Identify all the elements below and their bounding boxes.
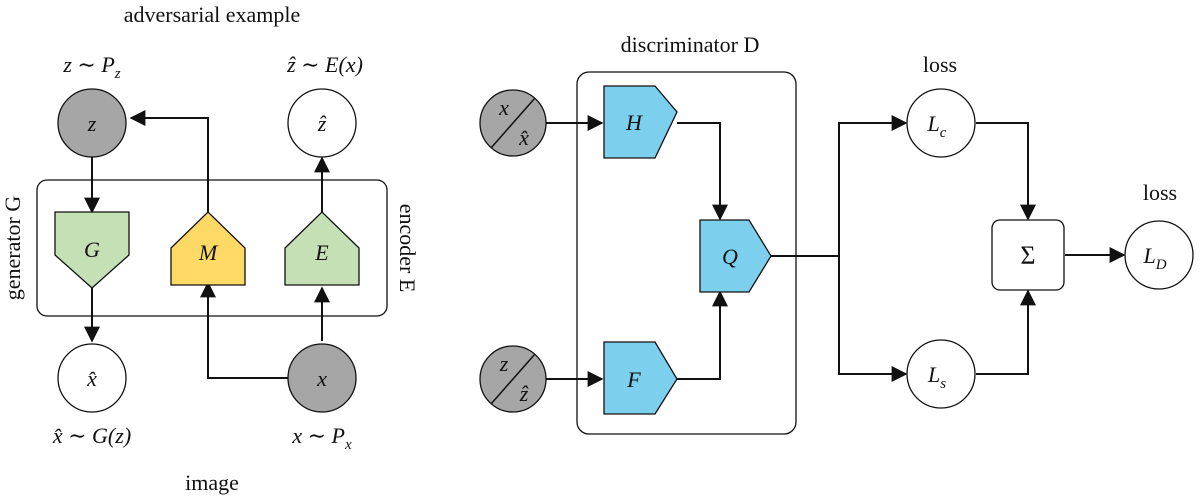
h-block-label: H [625, 110, 643, 135]
sum-block [991, 219, 1065, 291]
ls-node [906, 339, 976, 409]
xhat-node-label: x̂ [86, 366, 97, 391]
zhat-distribution-label: ẑ ∼ E(x) [286, 52, 363, 77]
arrow-q-to-lc [838, 115, 908, 256]
ld-node-label: LD [1142, 243, 1166, 273]
arrow-f-to-q [677, 290, 728, 380]
sum-block-label: Σ [1020, 241, 1035, 270]
m-block [170, 211, 246, 286]
input-bottom-z-label: z [499, 351, 509, 376]
loss-label-top: loss [923, 52, 957, 77]
input-node-z-zhat: z ẑ [479, 345, 547, 413]
discriminator-box [576, 71, 797, 435]
xhat-node [57, 343, 127, 413]
q-block [699, 219, 772, 293]
generator-label: generator G [0, 196, 25, 301]
z-node [57, 88, 127, 158]
f-block [603, 341, 678, 415]
encoder-block-e [284, 211, 360, 286]
x-node [287, 343, 357, 413]
arrow-x-to-m [200, 281, 290, 379]
x-distribution-label: x ∼ Px [291, 423, 352, 453]
input-bottom-zhat-label: ẑ [519, 381, 529, 406]
ld-node [1124, 220, 1194, 290]
encoder-label: encoder E [395, 204, 420, 293]
encoder-block-label: E [314, 240, 329, 265]
arrow-ls-to-sum [976, 289, 1036, 375]
generator-encoder-box [36, 179, 388, 317]
arrow-h-to-q [677, 122, 728, 221]
generator-block-label: G [84, 237, 100, 262]
discriminator-label: discriminator D [621, 32, 760, 57]
generator-block-g [54, 211, 130, 289]
loss-label-right: loss [1143, 180, 1177, 205]
h-block [603, 85, 678, 159]
arrow-m-to-z [129, 110, 209, 212]
arrow-q-to-ls [838, 256, 908, 382]
lc-node-label: Lc [927, 111, 947, 141]
lc-node [906, 88, 976, 158]
z-distribution-label: z ∼ Pz [62, 52, 120, 82]
ls-node-label: Ls [927, 362, 946, 392]
zhat-node-label: ẑ [317, 111, 327, 136]
q-block-label: Q [722, 244, 738, 269]
z-node-label: z [87, 111, 97, 136]
input-top-x-label: x [498, 95, 509, 120]
arrow-lc-to-sum [976, 122, 1036, 221]
input-node-x-xhat: x x̂ [479, 89, 547, 157]
xhat-distribution-label: x̂ ∼ G(z) [52, 423, 131, 448]
input-top-xhat-label: x̂ [518, 125, 529, 150]
f-block-label: F [626, 367, 641, 392]
x-node-label: x [316, 366, 327, 391]
m-block-label: M [198, 240, 219, 265]
diagram-title: adversarial example [124, 2, 301, 27]
zhat-node [287, 88, 357, 158]
image-label: image [185, 470, 239, 495]
